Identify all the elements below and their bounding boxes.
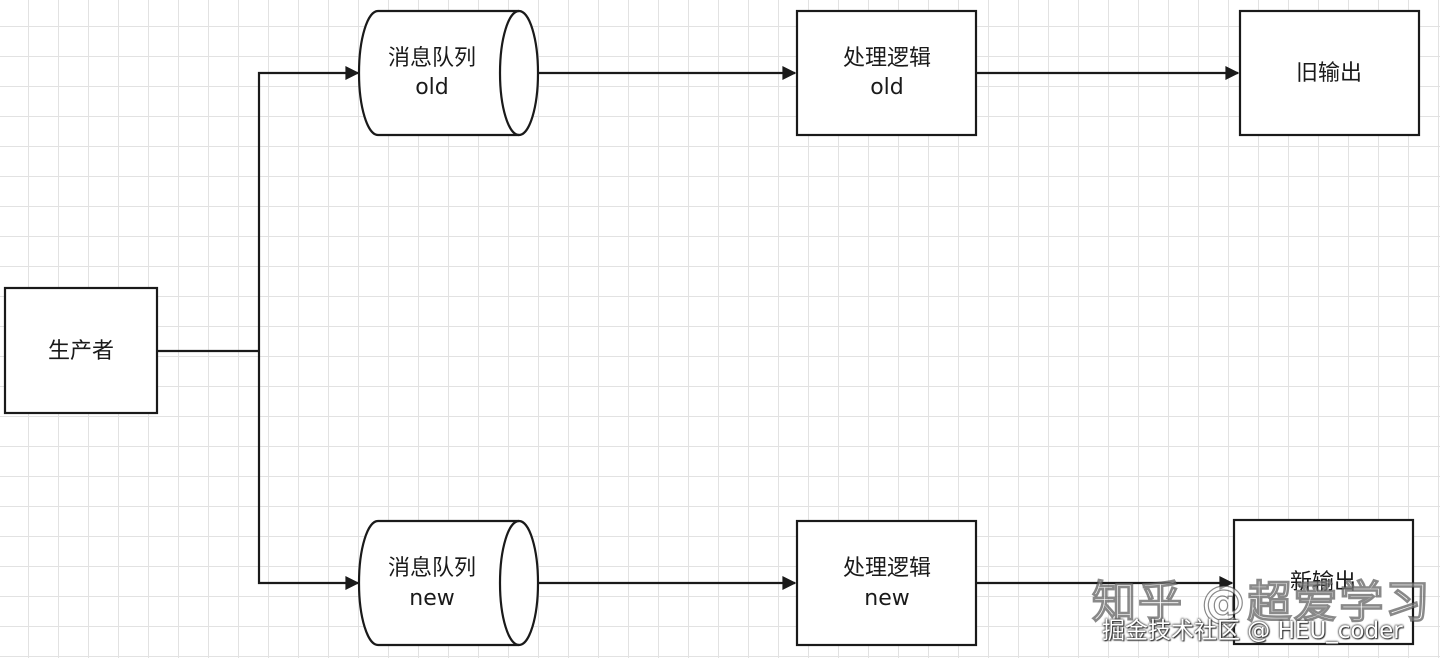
- queue-new-label-line2: new: [409, 586, 454, 611]
- logic-old-node: 处理逻辑 old: [795, 9, 978, 137]
- output-new-label: 新输出: [1290, 570, 1356, 595]
- logic-new-label-line1: 处理逻辑: [843, 556, 931, 581]
- logic-old-label-line1: 处理逻辑: [843, 46, 931, 71]
- zhihu-watermark: 知乎 @超爱学习: [1091, 576, 1432, 628]
- output-old-label: 旧输出: [1296, 61, 1362, 86]
- logic-new-label-line2: new: [864, 586, 909, 611]
- queue-old-label-line2: old: [415, 75, 449, 100]
- logic-old-label-line2: old: [870, 75, 904, 100]
- juejin-watermark: 掘金技术社区 @ HEU_coder: [1102, 618, 1403, 644]
- output-new-node: 新输出: [1232, 518, 1415, 646]
- logic-new-node: 处理逻辑 new: [795, 519, 978, 647]
- queue-old-node: 消息队列 old: [357, 9, 540, 137]
- producer-node: 生产者: [3, 286, 159, 415]
- connector-to-queue-new: [257, 351, 360, 590]
- queue-new-node: 消息队列 new: [357, 519, 540, 647]
- producer-label: 生产者: [48, 339, 114, 364]
- queue-old-label-line1: 消息队列: [388, 46, 476, 71]
- output-old-node: 旧输出: [1238, 9, 1421, 137]
- connector-to-queue-old: [257, 66, 360, 351]
- queue-new-label-line1: 消息队列: [388, 556, 476, 581]
